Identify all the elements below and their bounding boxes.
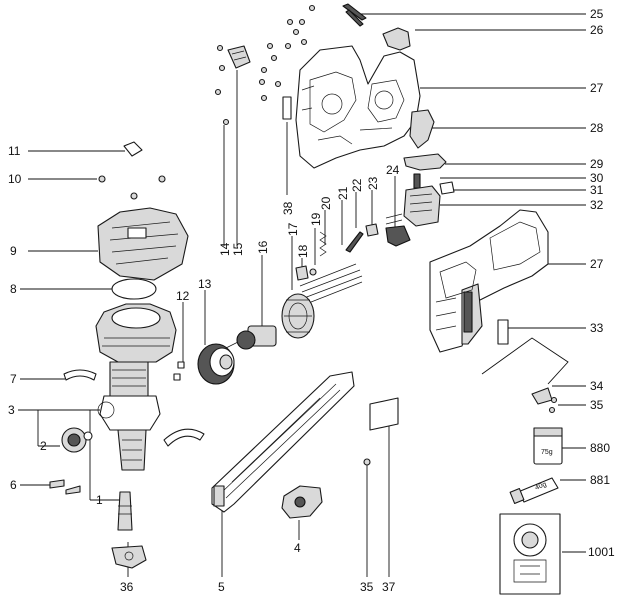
part-4-latch xyxy=(281,485,323,519)
leader-lines xyxy=(18,13,586,577)
callout-15: 15 xyxy=(231,242,245,256)
part-16-rotor xyxy=(221,325,277,351)
callout-12: 12 xyxy=(176,289,190,303)
callout-32: 32 xyxy=(590,198,604,212)
part-clip-middle xyxy=(163,428,205,447)
part-7-clip xyxy=(63,369,97,381)
callout-13: 13 xyxy=(198,277,212,291)
callout-22: 22 xyxy=(350,178,364,192)
callout-1001: 1001 xyxy=(588,545,615,559)
callout-33: 33 xyxy=(590,321,604,335)
part-30-switch xyxy=(413,173,421,189)
part-28-bracket xyxy=(409,109,435,149)
callout-35: 35 xyxy=(590,398,604,412)
part-32-module xyxy=(385,185,441,227)
screw-set-upper xyxy=(214,4,316,126)
grease-tube-label: 40g xyxy=(534,481,548,492)
part-23-block xyxy=(365,223,379,237)
part-15-clip xyxy=(227,45,251,69)
callout-8: 8 xyxy=(10,282,17,296)
callout-29: 29 xyxy=(590,157,604,171)
callout-881: 881 xyxy=(590,473,610,487)
callout-34: 34 xyxy=(590,379,604,393)
part-9-cover xyxy=(97,207,189,281)
part-38-plate xyxy=(369,397,399,431)
callout-38: 37 xyxy=(382,580,396,594)
callout-9: 9 xyxy=(10,244,17,258)
part-35-screws xyxy=(548,396,558,414)
part-881-grease-tube: 40g xyxy=(509,477,559,504)
callout-7: 7 xyxy=(10,372,17,386)
callout-880: 880 xyxy=(590,441,610,455)
part-36-screw xyxy=(363,458,371,466)
callout-37: 36 xyxy=(120,580,134,594)
callout-14: 14 xyxy=(218,242,232,256)
part-5-magazine xyxy=(211,371,355,513)
callout-23: 23 xyxy=(366,176,380,190)
callout-24: 24 xyxy=(386,163,400,177)
callout-17: 17 xyxy=(286,222,300,236)
part-10-screws xyxy=(98,175,166,200)
part-3-head-assembly xyxy=(95,303,177,471)
part-1-pin xyxy=(117,491,133,531)
callout-18: 18 xyxy=(296,244,310,258)
part-27-housing-right xyxy=(429,209,549,353)
part-39-label xyxy=(282,96,292,120)
callout-11: 11 xyxy=(8,144,21,158)
part-37-piece xyxy=(111,545,147,569)
callout-labels: 25 26 27 28 29 30 31 32 27 33 34 35 880 … xyxy=(8,7,615,594)
callout-3: 3 xyxy=(8,403,15,417)
callout-27-right: 27 xyxy=(590,257,604,271)
part-11-plate xyxy=(123,141,143,157)
callout-27-top: 27 xyxy=(590,81,604,95)
part-17-stator xyxy=(281,293,315,339)
callout-5: 5 xyxy=(218,580,225,594)
part-33-plate xyxy=(497,319,509,345)
part-1001-kit xyxy=(499,513,561,595)
callout-6: 6 xyxy=(10,478,17,492)
callout-19: 19 xyxy=(309,212,323,226)
part-2-knob xyxy=(61,427,93,453)
callout-1: 1 xyxy=(96,493,103,507)
part-25-wire-clip xyxy=(342,3,367,27)
callout-28: 28 xyxy=(590,121,604,135)
callout-25: 25 xyxy=(590,7,604,21)
part-18-piece xyxy=(295,265,309,281)
callout-36: 35 xyxy=(360,580,374,594)
part-8-gasket xyxy=(111,278,157,300)
part-19-pin xyxy=(309,268,317,276)
part-22-rod xyxy=(345,231,364,253)
part-24-button xyxy=(385,225,411,247)
callout-10: 10 xyxy=(8,172,22,186)
part-31-plate xyxy=(439,181,455,195)
callout-21: 21 xyxy=(336,186,350,200)
part-20-spring xyxy=(319,231,327,257)
grease-jar-label: 75g xyxy=(541,449,553,456)
callout-30: 30 xyxy=(590,171,604,185)
callout-20: 20 xyxy=(319,196,333,210)
part-880-grease-jar: 75g xyxy=(533,427,563,465)
part-17-wires xyxy=(299,263,363,305)
callout-4: 4 xyxy=(294,541,301,555)
part-12-pieces xyxy=(173,361,185,381)
part-27-housing-left xyxy=(295,45,421,169)
part-6-screws xyxy=(49,479,81,495)
callout-2: 2 xyxy=(40,439,47,453)
part-34-hook xyxy=(481,337,569,405)
part-13-cylinder xyxy=(197,343,235,385)
callout-31: 31 xyxy=(590,183,604,197)
callout-16: 16 xyxy=(256,240,270,254)
callout-39: 38 xyxy=(281,201,295,215)
part-29-slide xyxy=(403,153,447,171)
callout-26: 26 xyxy=(590,23,604,37)
part-26-cap xyxy=(382,27,411,51)
